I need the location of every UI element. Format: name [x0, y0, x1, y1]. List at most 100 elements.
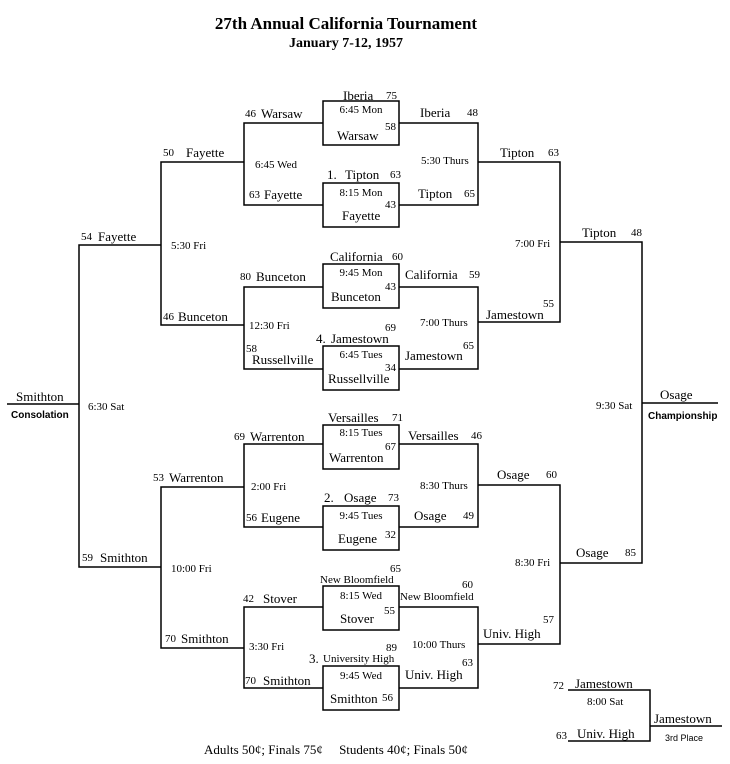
game6-seed: 2. [324, 490, 334, 505]
w8-score: 63 [462, 657, 473, 669]
w2r-d-team: Univ. High [483, 626, 541, 641]
w2r-b-score: 55 [543, 298, 554, 310]
w2r-time-a: 5:30 Thurs [421, 155, 469, 167]
l-bracket-5 [160, 161, 244, 326]
game-box-5 [322, 424, 400, 470]
l1c-bot-team: Eugene [261, 510, 300, 525]
l1c-time: 2:00 Fri [251, 481, 287, 493]
third-bot-score: 63 [556, 730, 567, 742]
game1-top-team: Iberia [343, 88, 374, 103]
game3-time: 9:45 Mon [339, 267, 383, 279]
w7-score: 60 [462, 579, 473, 591]
wsemi-bot-score: 85 [625, 547, 636, 559]
w4-score: 65 [463, 340, 474, 352]
game5-time: 8:15 Tues [339, 427, 383, 439]
game3-top-team: California [330, 249, 383, 264]
lf-bot-team: Smithton [100, 550, 148, 565]
w2r-time-c: 8:30 Thurs [420, 480, 468, 492]
l1a-bot-team: Fayette [264, 187, 303, 202]
game2-top-score: 63 [390, 169, 401, 181]
l2-top-top-team: Fayette [186, 145, 225, 160]
game3-top-score: 60 [392, 251, 403, 263]
w2r-b-team: Jamestown [486, 307, 544, 322]
lf-bot-score: 59 [82, 552, 93, 564]
price-footer: Adults 50¢; Finals 75¢ Students 40¢; Fin… [204, 742, 468, 757]
l1a-bot-score: 63 [249, 189, 260, 201]
l1a-time: 6:45 Wed [255, 159, 297, 171]
game4-time: 6:45 Tues [339, 349, 383, 361]
championship-time: 9:30 Sat [596, 400, 633, 412]
consolation-label: Consolation [11, 410, 69, 421]
game8-time: 9:45 Wed [340, 670, 382, 682]
l1a-top-score: 46 [245, 108, 256, 120]
w2r-a-team: Tipton [500, 145, 535, 160]
game6-top-team: Osage [344, 490, 377, 505]
wsemi-top-team: Tipton [582, 225, 617, 240]
w6-score: 49 [463, 510, 474, 522]
game5-top-team: Versailles [328, 410, 379, 425]
game7-bot-score: 55 [384, 605, 395, 617]
l2-top-time: 5:30 Fri [171, 240, 207, 252]
game6-bot-team: Eugene [338, 531, 377, 546]
game8-seed: 3. [309, 651, 319, 666]
game4-top-score: 69 [385, 322, 396, 334]
w2r-c-score: 60 [546, 469, 557, 481]
game2-time: 8:15 Mon [339, 187, 383, 199]
game4-bot-score: 34 [385, 362, 396, 374]
w2r-time-b: 7:00 Thurs [420, 317, 468, 329]
game8-top-score: 89 [386, 642, 397, 654]
game8-bot-score: 56 [382, 692, 393, 704]
l1b-bot-team: Russellville [252, 352, 314, 367]
game1-bot-score: 58 [385, 121, 396, 133]
l1d-time: 3:30 Fri [249, 641, 285, 653]
l1b-bot-score: 58 [246, 343, 257, 355]
consolation-champion: Smithton [16, 389, 64, 404]
w-bracket-4 [399, 606, 479, 689]
game-box-3 [322, 263, 400, 309]
l2-top-bot-team: Bunceton [178, 309, 228, 324]
game3-bot-team: Bunceton [331, 289, 381, 304]
championship-team: Osage [660, 387, 693, 402]
third-winner: Jamestown [654, 711, 712, 726]
l-bracket-7 [78, 244, 161, 568]
third-place-label: 3rd Place [665, 733, 704, 743]
w2-score: 65 [464, 188, 475, 200]
lf-time: 6:30 Sat [88, 401, 125, 413]
page-title: 27th Annual California Tournament [214, 14, 478, 33]
l2-bot-top-score: 53 [153, 472, 164, 484]
game2-bot-team: Fayette [342, 208, 381, 223]
w2r-time-d: 10:00 Thurs [412, 639, 466, 651]
l2-bot-time: 10:00 Fri [171, 563, 212, 575]
w3-score: 59 [469, 269, 480, 281]
game1-time: 6:45 Mon [339, 104, 383, 116]
l1b-top-score: 80 [240, 271, 251, 283]
w2-team: Tipton [418, 186, 453, 201]
third-top-team: Jamestown [575, 676, 633, 691]
game4-top-team: Jamestown [331, 331, 389, 346]
game2-seed: 1. [327, 167, 337, 182]
l1c-bot-score: 56 [246, 512, 257, 524]
game7-time: 8:15 Wed [340, 590, 382, 602]
wsemi-time-top: 7:00 Fri [515, 238, 551, 250]
third-time: 8:00 Sat [587, 696, 624, 708]
wsemi-bot-team: Osage [576, 545, 609, 560]
l1d-top-team: Stover [263, 591, 297, 606]
game3-bot-score: 43 [385, 281, 396, 293]
game8-top-team: University High [323, 653, 395, 665]
wsemi-time-bot: 8:30 Fri [515, 557, 551, 569]
game2-bot-score: 43 [385, 199, 396, 211]
third-bracket [568, 689, 651, 742]
w-bracket-2 [399, 286, 479, 370]
w7-team: New Bloomfield [400, 591, 474, 603]
l1d-bot-team: Smithton [263, 673, 311, 688]
l1d-top-score: 42 [243, 593, 254, 605]
w5-score: 46 [471, 430, 482, 442]
game5-top-score: 71 [392, 412, 403, 424]
l-bracket-1 [243, 122, 323, 206]
w3-team: California [405, 267, 458, 282]
game6-time: 9:45 Tues [339, 510, 383, 522]
l1a-top-team: Warsaw [261, 106, 303, 121]
l1c-top-score: 69 [234, 431, 245, 443]
game7-bot-team: Stover [340, 611, 374, 626]
